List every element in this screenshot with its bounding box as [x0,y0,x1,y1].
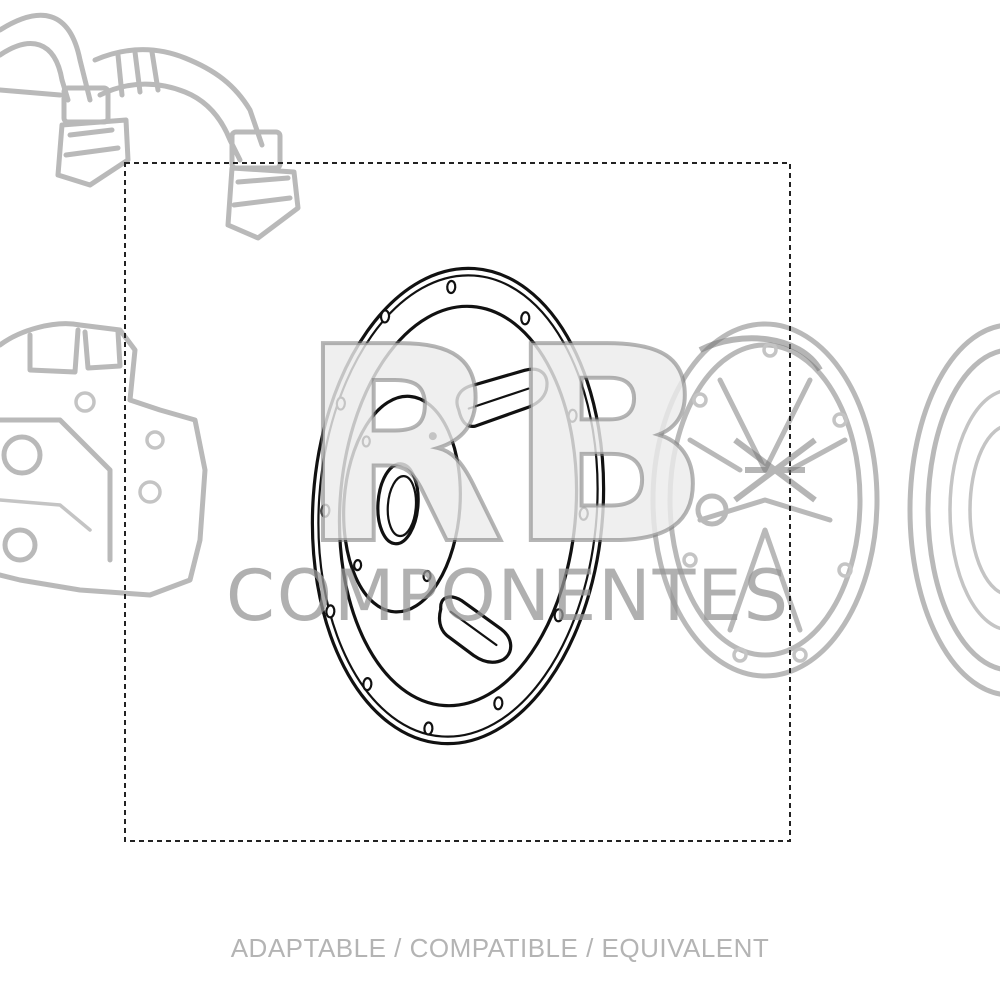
faded-compressor-body [0,321,208,598]
gasket-lower-slot [437,595,513,664]
gasket-center-port-inner [386,475,418,538]
gasket-center-disc [342,394,462,614]
gasket-pin [428,432,437,441]
compatibility-caption: ADAPTABLE / COMPATIBLE / EQUIVALENT [230,933,770,963]
faded-valve-plate [650,321,880,679]
gasket-inner-edge [337,304,579,708]
gasket-outer-edge [310,266,606,746]
gasket-outer-edge-inner [317,274,599,738]
gasket-part [310,266,606,746]
selection-frame [124,162,791,842]
gasket-center-port [376,462,420,546]
bolt-holes [320,279,589,736]
gasket-upper-slot [455,367,549,429]
faded-hose-assembly [0,12,301,241]
faded-clutch-disc [907,323,1000,697]
